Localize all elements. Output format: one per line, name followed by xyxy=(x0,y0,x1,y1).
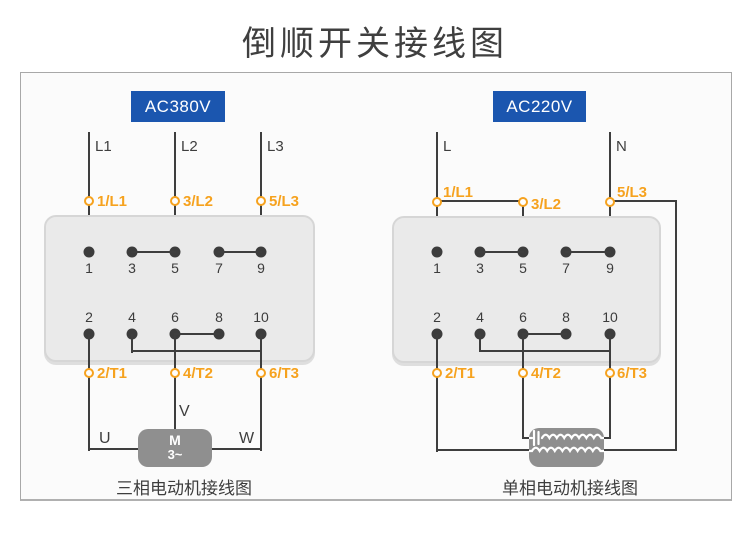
contact-number: 7 xyxy=(562,260,570,276)
contact-number: 1 xyxy=(433,260,441,276)
terminal-circle xyxy=(170,368,180,378)
wire-segment xyxy=(602,449,677,451)
wire-segment xyxy=(610,200,677,202)
wire-segment xyxy=(260,132,262,253)
contact-dot xyxy=(83,246,95,258)
terminal-label: 4/T2 xyxy=(531,365,562,382)
contact-dot xyxy=(431,246,443,258)
contact-number: 8 xyxy=(215,309,223,325)
input-line-label: L3 xyxy=(267,138,284,155)
wire-segment xyxy=(218,251,262,253)
terminal-circle xyxy=(605,197,615,207)
contact-number: 6 xyxy=(171,309,179,325)
terminal-label: 3/L2 xyxy=(531,196,562,213)
contact-number: 2 xyxy=(85,309,93,325)
wire-segment xyxy=(174,334,176,430)
terminal-circle xyxy=(84,196,94,206)
terminal-label: 2/T1 xyxy=(97,365,128,382)
input-line-label: N xyxy=(616,138,627,155)
terminal-label: 6/T3 xyxy=(617,365,648,382)
contact-number: 3 xyxy=(128,260,136,276)
wire-segment xyxy=(436,334,438,452)
contact-number: 9 xyxy=(257,260,265,276)
input-line-label: L1 xyxy=(95,138,112,155)
terminal-label: 1/L1 xyxy=(97,193,128,210)
terminal-label: 5/L3 xyxy=(269,193,300,210)
motor-phase-label: 3~ xyxy=(167,447,183,462)
wire-segment xyxy=(522,334,524,439)
terminal-label: 4/T2 xyxy=(183,365,214,382)
contact-number: 5 xyxy=(519,260,527,276)
contact-number: 9 xyxy=(606,260,614,276)
wire-segment xyxy=(601,437,611,439)
wire-segment xyxy=(88,448,140,450)
wire-segment xyxy=(522,333,567,335)
voltage-badge-220: AC220V xyxy=(493,91,586,122)
wire-segment xyxy=(88,132,90,253)
input-line-label: L2 xyxy=(181,138,198,155)
wire-segment xyxy=(436,449,531,451)
wire-segment xyxy=(131,350,262,352)
terminal-label: 5/L3 xyxy=(617,184,648,201)
terminal-circle xyxy=(518,368,528,378)
wire-segment xyxy=(479,334,481,352)
three-phase-motor: M 3~ xyxy=(138,429,212,467)
terminal-circle xyxy=(256,196,266,206)
terminal-circle xyxy=(256,368,266,378)
wire-segment xyxy=(131,251,176,253)
input-line-label: L xyxy=(443,138,452,155)
single-phase-motor xyxy=(527,428,606,467)
wire-segment xyxy=(131,334,133,353)
contact-number: 2 xyxy=(433,309,441,325)
wire-segment xyxy=(609,132,611,253)
wire-segment xyxy=(565,251,611,253)
contact-number: 10 xyxy=(602,309,618,325)
wire-segment xyxy=(436,132,438,253)
contact-number: 4 xyxy=(128,309,136,325)
terminal-circle xyxy=(84,368,94,378)
motor-lead-label: V xyxy=(179,403,190,420)
contact-number: 6 xyxy=(519,309,527,325)
terminal-label: 1/L1 xyxy=(443,184,474,201)
right-caption: 单相电动机接线图 xyxy=(502,479,638,498)
wire-segment xyxy=(174,333,220,335)
switch-body xyxy=(44,215,315,362)
wire-segment xyxy=(479,251,524,253)
wire-segment xyxy=(522,437,533,439)
terminal-circle xyxy=(432,368,442,378)
wire-segment xyxy=(479,350,611,352)
wire-segment xyxy=(675,201,677,451)
motor-lead-label: U xyxy=(99,430,111,447)
wire-segment xyxy=(210,448,262,450)
contact-number: 3 xyxy=(476,260,484,276)
terminal-label: 3/L2 xyxy=(183,193,214,210)
wire-segment xyxy=(174,132,176,253)
left-caption: 三相电动机接线图 xyxy=(116,479,252,498)
contact-number: 5 xyxy=(171,260,179,276)
wire-segment xyxy=(437,200,523,202)
terminal-circle xyxy=(518,197,528,207)
motor-lead-label: W xyxy=(239,430,255,447)
switch-body xyxy=(392,216,661,363)
capacitor-winding-icon xyxy=(527,429,606,454)
terminal-circle xyxy=(432,197,442,207)
terminal-circle xyxy=(605,368,615,378)
contact-number: 7 xyxy=(215,260,223,276)
motor-label: M xyxy=(169,432,181,448)
contact-number: 4 xyxy=(476,309,484,325)
terminal-circle xyxy=(170,196,180,206)
contact-number: 8 xyxy=(562,309,570,325)
voltage-badge-380: AC380V xyxy=(131,91,225,122)
terminal-label: 2/T1 xyxy=(445,365,476,382)
terminal-label: 6/T3 xyxy=(269,365,300,382)
contact-number: 1 xyxy=(85,260,93,276)
wire-segment xyxy=(88,334,90,451)
contact-number: 10 xyxy=(253,309,269,325)
page-title: 倒顺开关接线图 xyxy=(242,25,508,63)
wire-segment xyxy=(609,334,611,439)
wire-segment xyxy=(260,334,262,451)
